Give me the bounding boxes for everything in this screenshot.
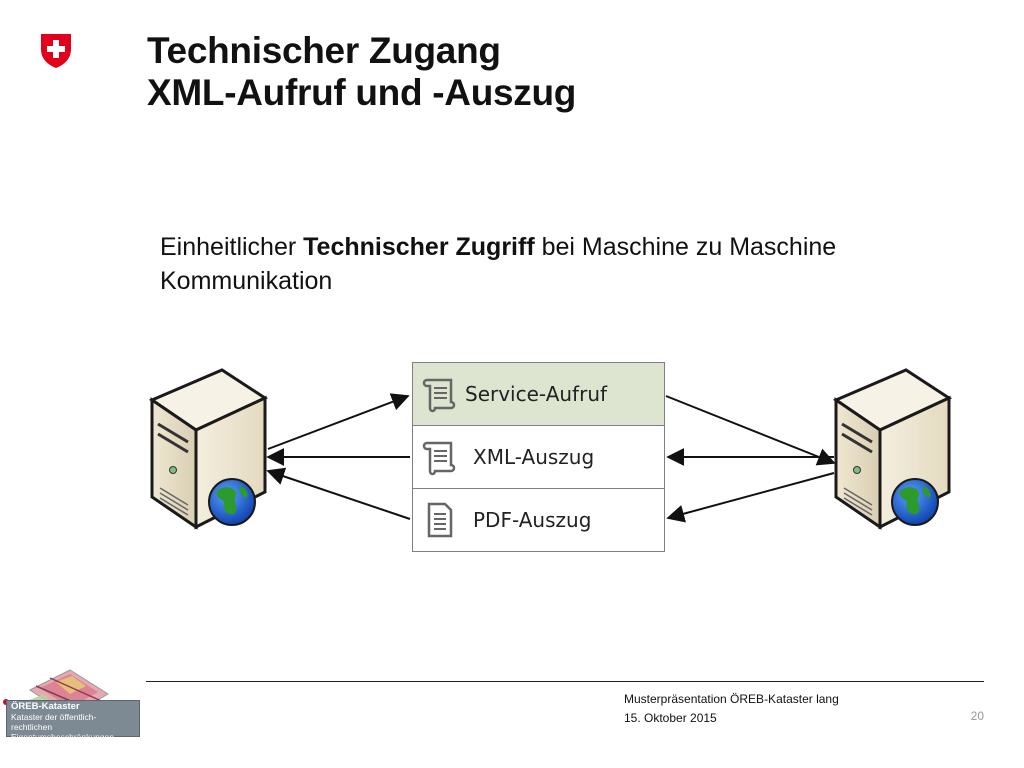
- left-server-icon: [148, 368, 269, 530]
- oereb-logo-line2: Eigentumsbeschränkungen: [11, 732, 115, 742]
- arrow-right-to-pdf: [666, 472, 835, 523]
- intro-text: Einheitlicher Technischer Zugriff bei Ma…: [160, 230, 1000, 298]
- oereb-logo-title: ÖREB-Kataster: [11, 701, 80, 712]
- swiss-coat-of-arms-icon: [41, 34, 71, 68]
- scroll-document-icon: [422, 378, 456, 413]
- right-server-icon: [832, 368, 953, 530]
- intro-text-before: Einheitlicher: [160, 233, 304, 261]
- intro-text-after: bei Maschine zu Maschine Kommunikation: [160, 233, 837, 295]
- arrow-pdf-to-left: [266, 467, 411, 520]
- footer-presentation-name: Musterpräsentation ÖREB-Kataster lang: [624, 692, 839, 706]
- service-aufruf-label: Service-Aufruf: [465, 382, 608, 406]
- title-line-1: Technischer Zugang: [147, 30, 501, 71]
- footer-date: 15. Oktober 2015: [624, 711, 717, 725]
- oereb-logo-box: ÖREB-Kataster Kataster der öffentlich-re…: [6, 700, 140, 742]
- footer-divider: [146, 681, 984, 682]
- document-icon: [427, 502, 453, 538]
- arrow-service-to-right: [665, 395, 836, 466]
- page-number: 20: [970, 709, 984, 723]
- oereb-logo-line1: Kataster der öffentlich-rechtlichen: [11, 712, 97, 732]
- scroll-document-icon: [422, 441, 456, 476]
- xml-auszug-row: XML-Auszug: [412, 425, 665, 489]
- title-line-2: XML-Aufruf und -Auszug: [147, 72, 577, 113]
- xml-auszug-label: XML-Auszug: [473, 445, 595, 469]
- service-aufruf-row: Service-Aufruf: [412, 362, 665, 426]
- slide-title: Technischer Zugang XML-Aufruf und -Auszu…: [147, 30, 987, 114]
- arrow-left-to-service: [267, 393, 410, 450]
- pdf-auszug-row: PDF-Auszug: [412, 488, 665, 552]
- intro-text-bold: Technischer Zugriff: [303, 233, 535, 261]
- pdf-auszug-label: PDF-Auszug: [473, 508, 592, 532]
